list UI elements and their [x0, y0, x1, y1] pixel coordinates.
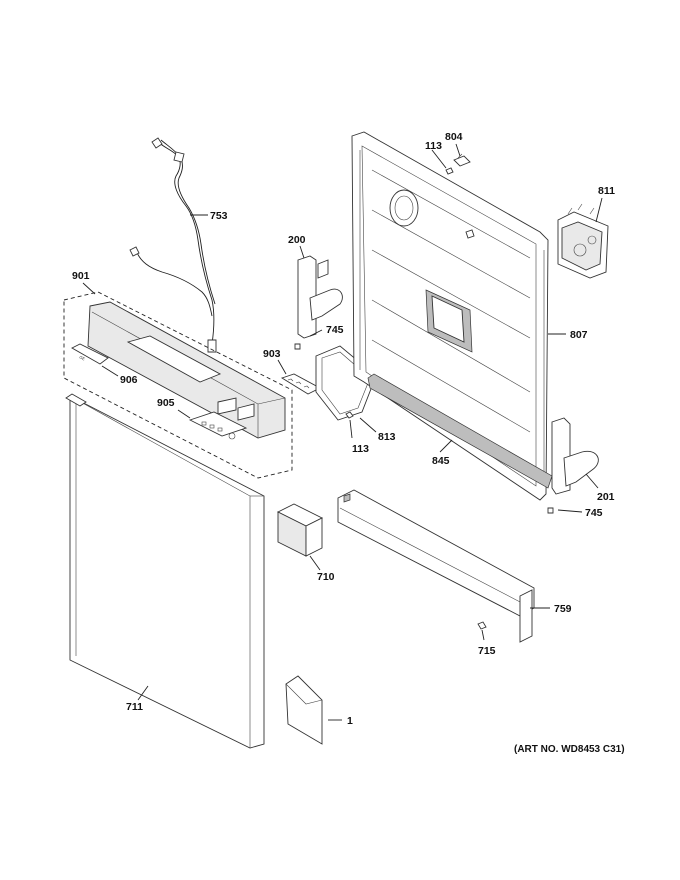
inner-door-807[interactable]: [351, 131, 549, 501]
label-906[interactable]: GE: [71, 343, 109, 365]
leader-804: [455, 143, 461, 157]
leader-201: [585, 473, 599, 489]
leader-715: [481, 629, 485, 641]
wire-harness-753[interactable]: [129, 137, 217, 353]
callout-113-bot: 113: [352, 443, 369, 455]
leader-813: [359, 417, 377, 433]
callout-715: 715: [478, 645, 496, 657]
screw-745-mid[interactable]: [294, 343, 301, 350]
callout-905: 905: [157, 397, 175, 409]
leader-113-bot: [349, 419, 353, 439]
callout-200: 200: [288, 234, 306, 246]
leader-903: [277, 359, 287, 375]
callout-201: 201: [597, 491, 615, 503]
leader-113-top: [431, 149, 447, 169]
callout-813: 813: [378, 431, 396, 443]
panel-assembly-901-boundary: [63, 291, 293, 479]
callout-745-mid: 745: [326, 324, 344, 336]
leader-711: [137, 685, 149, 701]
leader-845: [439, 439, 453, 453]
part-804[interactable]: [453, 153, 471, 167]
callout-753: 753: [210, 210, 228, 222]
hinge-201[interactable]: [551, 417, 599, 495]
board-903[interactable]: [280, 373, 321, 395]
callout-901: 901: [72, 270, 90, 282]
leader-745-mid: [309, 329, 323, 337]
callout-710: 710: [317, 571, 335, 583]
hinge-200[interactable]: [297, 255, 343, 339]
callout-113-top: 113: [425, 140, 442, 152]
literature-envelope-1[interactable]: [285, 675, 323, 745]
callout-906: 906: [120, 374, 138, 386]
screw-715[interactable]: [477, 621, 487, 630]
block-710[interactable]: [276, 503, 324, 557]
leader-745-bot: [557, 509, 583, 513]
leader-200: [299, 245, 305, 259]
leader-710: [309, 555, 321, 571]
toe-kick-759[interactable]: [337, 489, 535, 643]
strip-845[interactable]: [367, 373, 553, 489]
leader-906: [101, 365, 119, 377]
keypad-905[interactable]: [188, 411, 248, 440]
callout-711: 711: [126, 701, 143, 713]
callout-804: 804: [445, 131, 463, 143]
art-number: (ART NO. WD8453 C31): [514, 744, 625, 755]
callout-1: 1: [347, 715, 353, 727]
screw-113-top[interactable]: [445, 167, 454, 175]
screw-745-bot[interactable]: [547, 507, 554, 514]
leader-901: [82, 282, 96, 295]
callout-903: 903: [263, 348, 281, 360]
callout-745-bot: 745: [585, 507, 603, 519]
callout-811: 811: [598, 185, 615, 197]
callout-807: 807: [570, 329, 588, 341]
svg-text:GE: GE: [79, 354, 87, 361]
callout-845: 845: [432, 455, 450, 467]
door-panel-711[interactable]: [65, 393, 265, 749]
latch-module-811[interactable]: [557, 203, 609, 279]
control-panel-901[interactable]: [87, 301, 286, 439]
screw-113-bot[interactable]: [345, 411, 354, 419]
leader-811: [595, 197, 603, 223]
leader-905: [177, 409, 191, 419]
callout-759: 759: [554, 603, 572, 615]
